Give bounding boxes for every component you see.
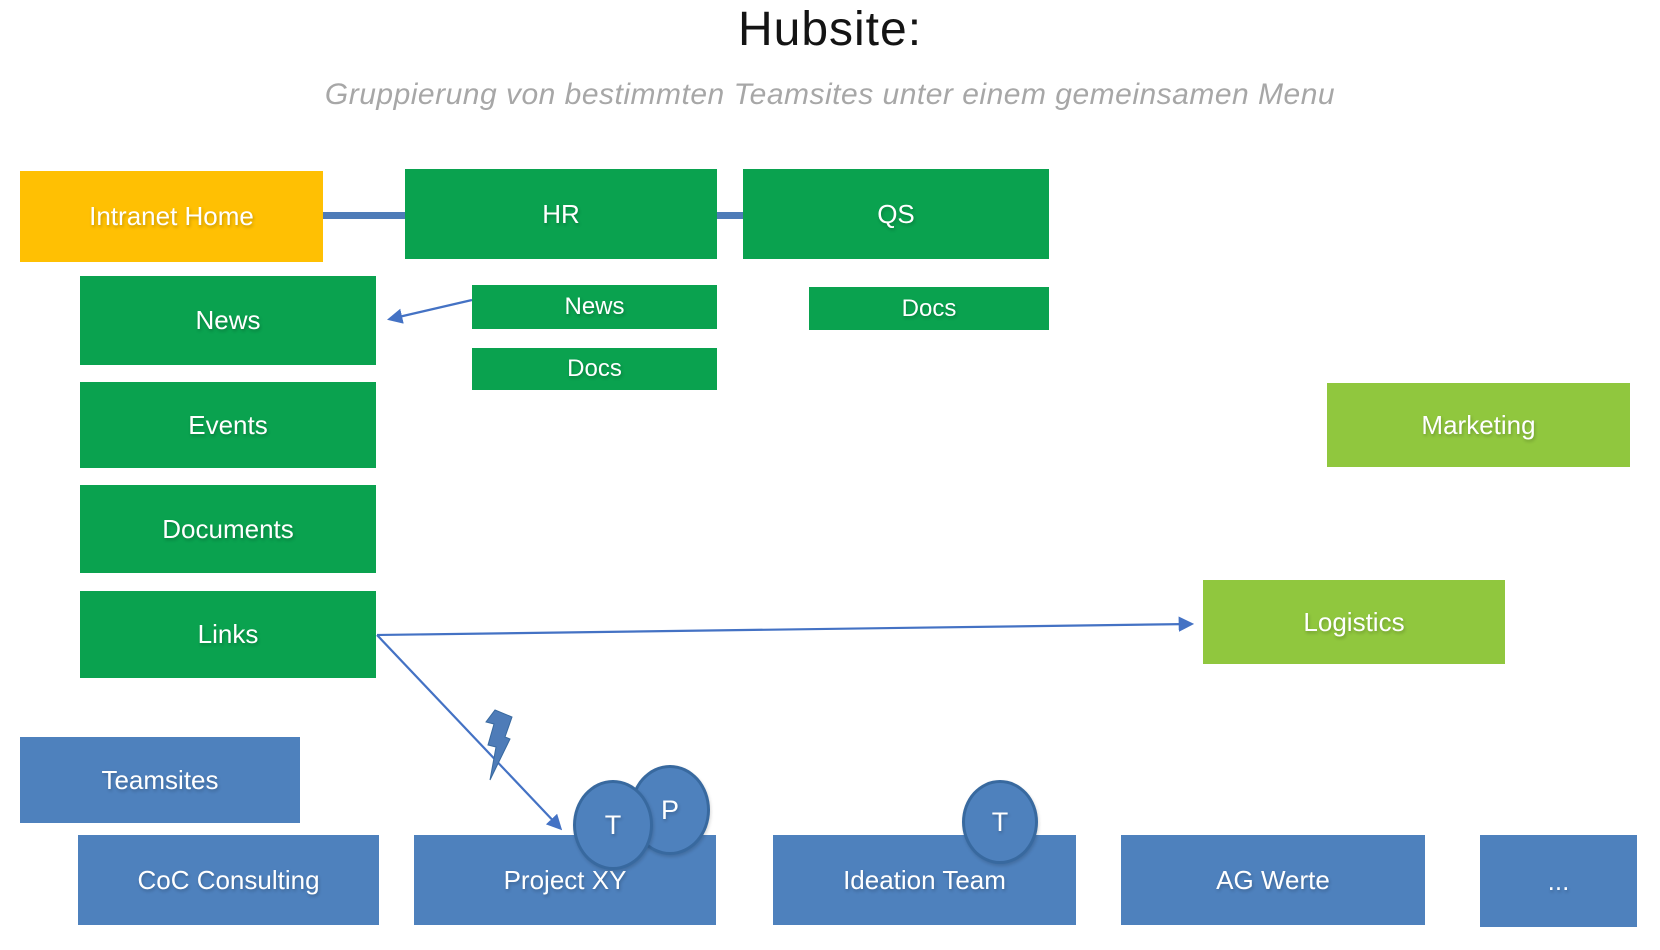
- node-label: HR: [542, 198, 580, 229]
- node-label: QS: [877, 198, 915, 229]
- node-label: News: [564, 293, 625, 320]
- node-label: Intranet Home: [89, 201, 254, 231]
- node-ideation-team: Ideation Team: [773, 835, 1076, 925]
- badge-label: T: [991, 806, 1009, 837]
- node-label: Docs: [901, 294, 957, 322]
- node-events: Events: [80, 382, 376, 468]
- node-label: Marketing: [1421, 409, 1536, 440]
- node-hr-docs: Docs: [472, 348, 717, 390]
- badge-label: T: [604, 809, 622, 840]
- node-logistics: Logistics: [1203, 580, 1505, 664]
- node-documents: Documents: [80, 485, 376, 573]
- node-label: CoC Consulting: [137, 864, 320, 895]
- node-links: Links: [80, 591, 376, 678]
- node-teamsites-header: Teamsites: [20, 737, 300, 823]
- node-label: AG Werte: [1216, 864, 1330, 895]
- connector-hr-qs: [717, 212, 743, 219]
- node-ag-werte: AG Werte: [1121, 835, 1425, 925]
- node-label: Ideation Team: [843, 864, 1006, 895]
- node-hr-news: News: [472, 285, 717, 329]
- node-label: Events: [188, 409, 268, 440]
- diagram-title: Hubsite:: [737, 3, 923, 56]
- node-label: News: [195, 305, 261, 335]
- arrow-hr-news-to-intranet-news: [386, 298, 473, 324]
- connector-intranet-hr: [323, 212, 405, 219]
- node-news: News: [80, 276, 376, 365]
- node-label: Project XY: [503, 864, 627, 895]
- node-marketing: Marketing: [1327, 383, 1630, 467]
- node-qs-docs: Docs: [809, 287, 1049, 330]
- node-label: Teamsites: [101, 764, 219, 795]
- badge-project-t: T: [573, 780, 653, 870]
- node-label: Docs: [567, 355, 622, 382]
- lightning-bolt-icon: [485, 709, 513, 781]
- node-coc-consulting: CoC Consulting: [78, 835, 379, 925]
- badge-label: P: [660, 794, 679, 825]
- node-intranet-home: Intranet Home: [20, 171, 323, 262]
- node-label: Links: [197, 619, 259, 649]
- node-label: Documents: [162, 513, 294, 544]
- node-label: Logistics: [1303, 606, 1405, 637]
- diagram-subtitle: Gruppierung von bestimmten Teamsites unt…: [324, 78, 1336, 111]
- node-more-teamsites: ...: [1480, 835, 1637, 927]
- arrow-links-to-logistics: [376, 616, 1195, 637]
- node-label: ...: [1547, 865, 1570, 896]
- node-qs: QS: [743, 169, 1049, 259]
- node-hr: HR: [405, 169, 717, 259]
- badge-ideation-t: T: [962, 780, 1038, 864]
- arrow-links-to-project-xy: [376, 634, 563, 831]
